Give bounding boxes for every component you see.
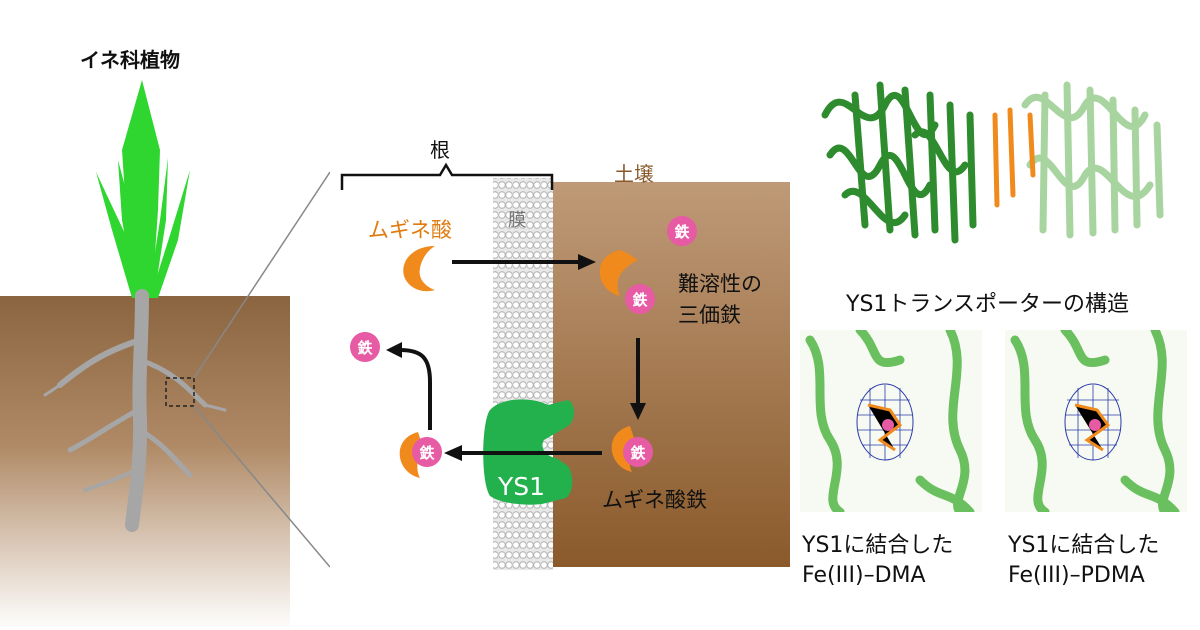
membrane-label: 膜: [508, 210, 526, 231]
soil-block: [552, 182, 790, 567]
plant-illustration: [0, 80, 330, 630]
panel-right-caption-line2: Fe(III)–PDMA: [1008, 563, 1145, 588]
soil-label: 土壌: [614, 162, 654, 186]
insoluble-iron-line1: 難溶性の: [678, 272, 762, 296]
iron-complex-root: 鉄: [412, 437, 442, 467]
mugineic-iron-label: ムギネ酸鉄: [602, 488, 707, 512]
arrows: [386, 254, 646, 461]
plant-title: イネ科植物: [80, 48, 180, 72]
zoom-box: [165, 377, 195, 407]
iron-released: 鉄: [350, 332, 380, 362]
ys1-structure-image: [821, 81, 1164, 244]
panel-fe-dma-image: [800, 330, 982, 512]
iron-free-soil: 鉄: [667, 216, 697, 246]
iron-insoluble: 鉄: [625, 284, 655, 314]
structure-title: YS1トランスポーターの構造: [846, 292, 1129, 317]
root-label: 根: [430, 138, 450, 162]
iron-complex-soil: 鉄: [623, 437, 653, 467]
panel-left-caption-line2: Fe(III)–DMA: [802, 563, 926, 588]
panel-fe-pdma-image: [1005, 330, 1187, 512]
mugineic-acid-label: ムギネ酸: [368, 218, 452, 242]
insoluble-iron-line2: 三価鉄: [678, 303, 741, 327]
panel-right-caption-line1: YS1に結合した: [1008, 533, 1160, 558]
panel-left-caption-line1: YS1に結合した: [802, 533, 954, 558]
leaves: [96, 80, 190, 298]
mechanism-diagram: [340, 162, 790, 570]
root-bracket: [340, 162, 554, 190]
transporter-label: YS1: [498, 472, 546, 501]
